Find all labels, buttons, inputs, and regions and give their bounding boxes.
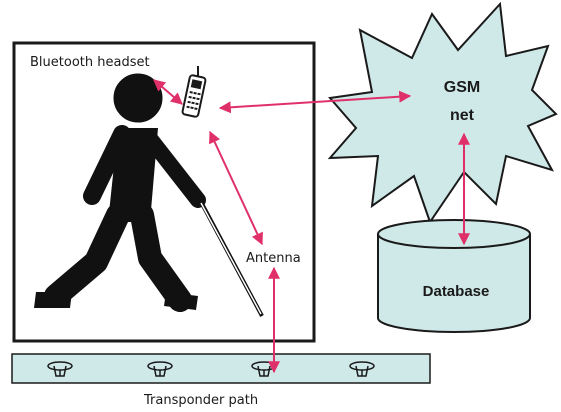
- transponder-path-label: Transponder path: [143, 393, 258, 408]
- blind-person-with-cane-icon: [34, 73, 206, 312]
- connection-arrows: [153, 79, 470, 374]
- arrow-phone-gsm: [218, 90, 412, 114]
- transponder-path-strip: [11, 353, 431, 384]
- arrow-headset-phone: [153, 79, 183, 105]
- gsm-network-burst-icon: [327, 1, 558, 225]
- database-cylinder-icon: [377, 219, 531, 333]
- headset-label: Bluetooth headset: [30, 55, 150, 70]
- mobile-phone-icon: [181, 66, 207, 118]
- database-label: Database: [423, 283, 490, 300]
- gsm-label-line2: net: [450, 107, 475, 124]
- arrow-phone-antenna: [209, 130, 263, 246]
- antenna-label: Antenna: [246, 251, 301, 266]
- gsm-label-line1: GSM: [444, 79, 480, 96]
